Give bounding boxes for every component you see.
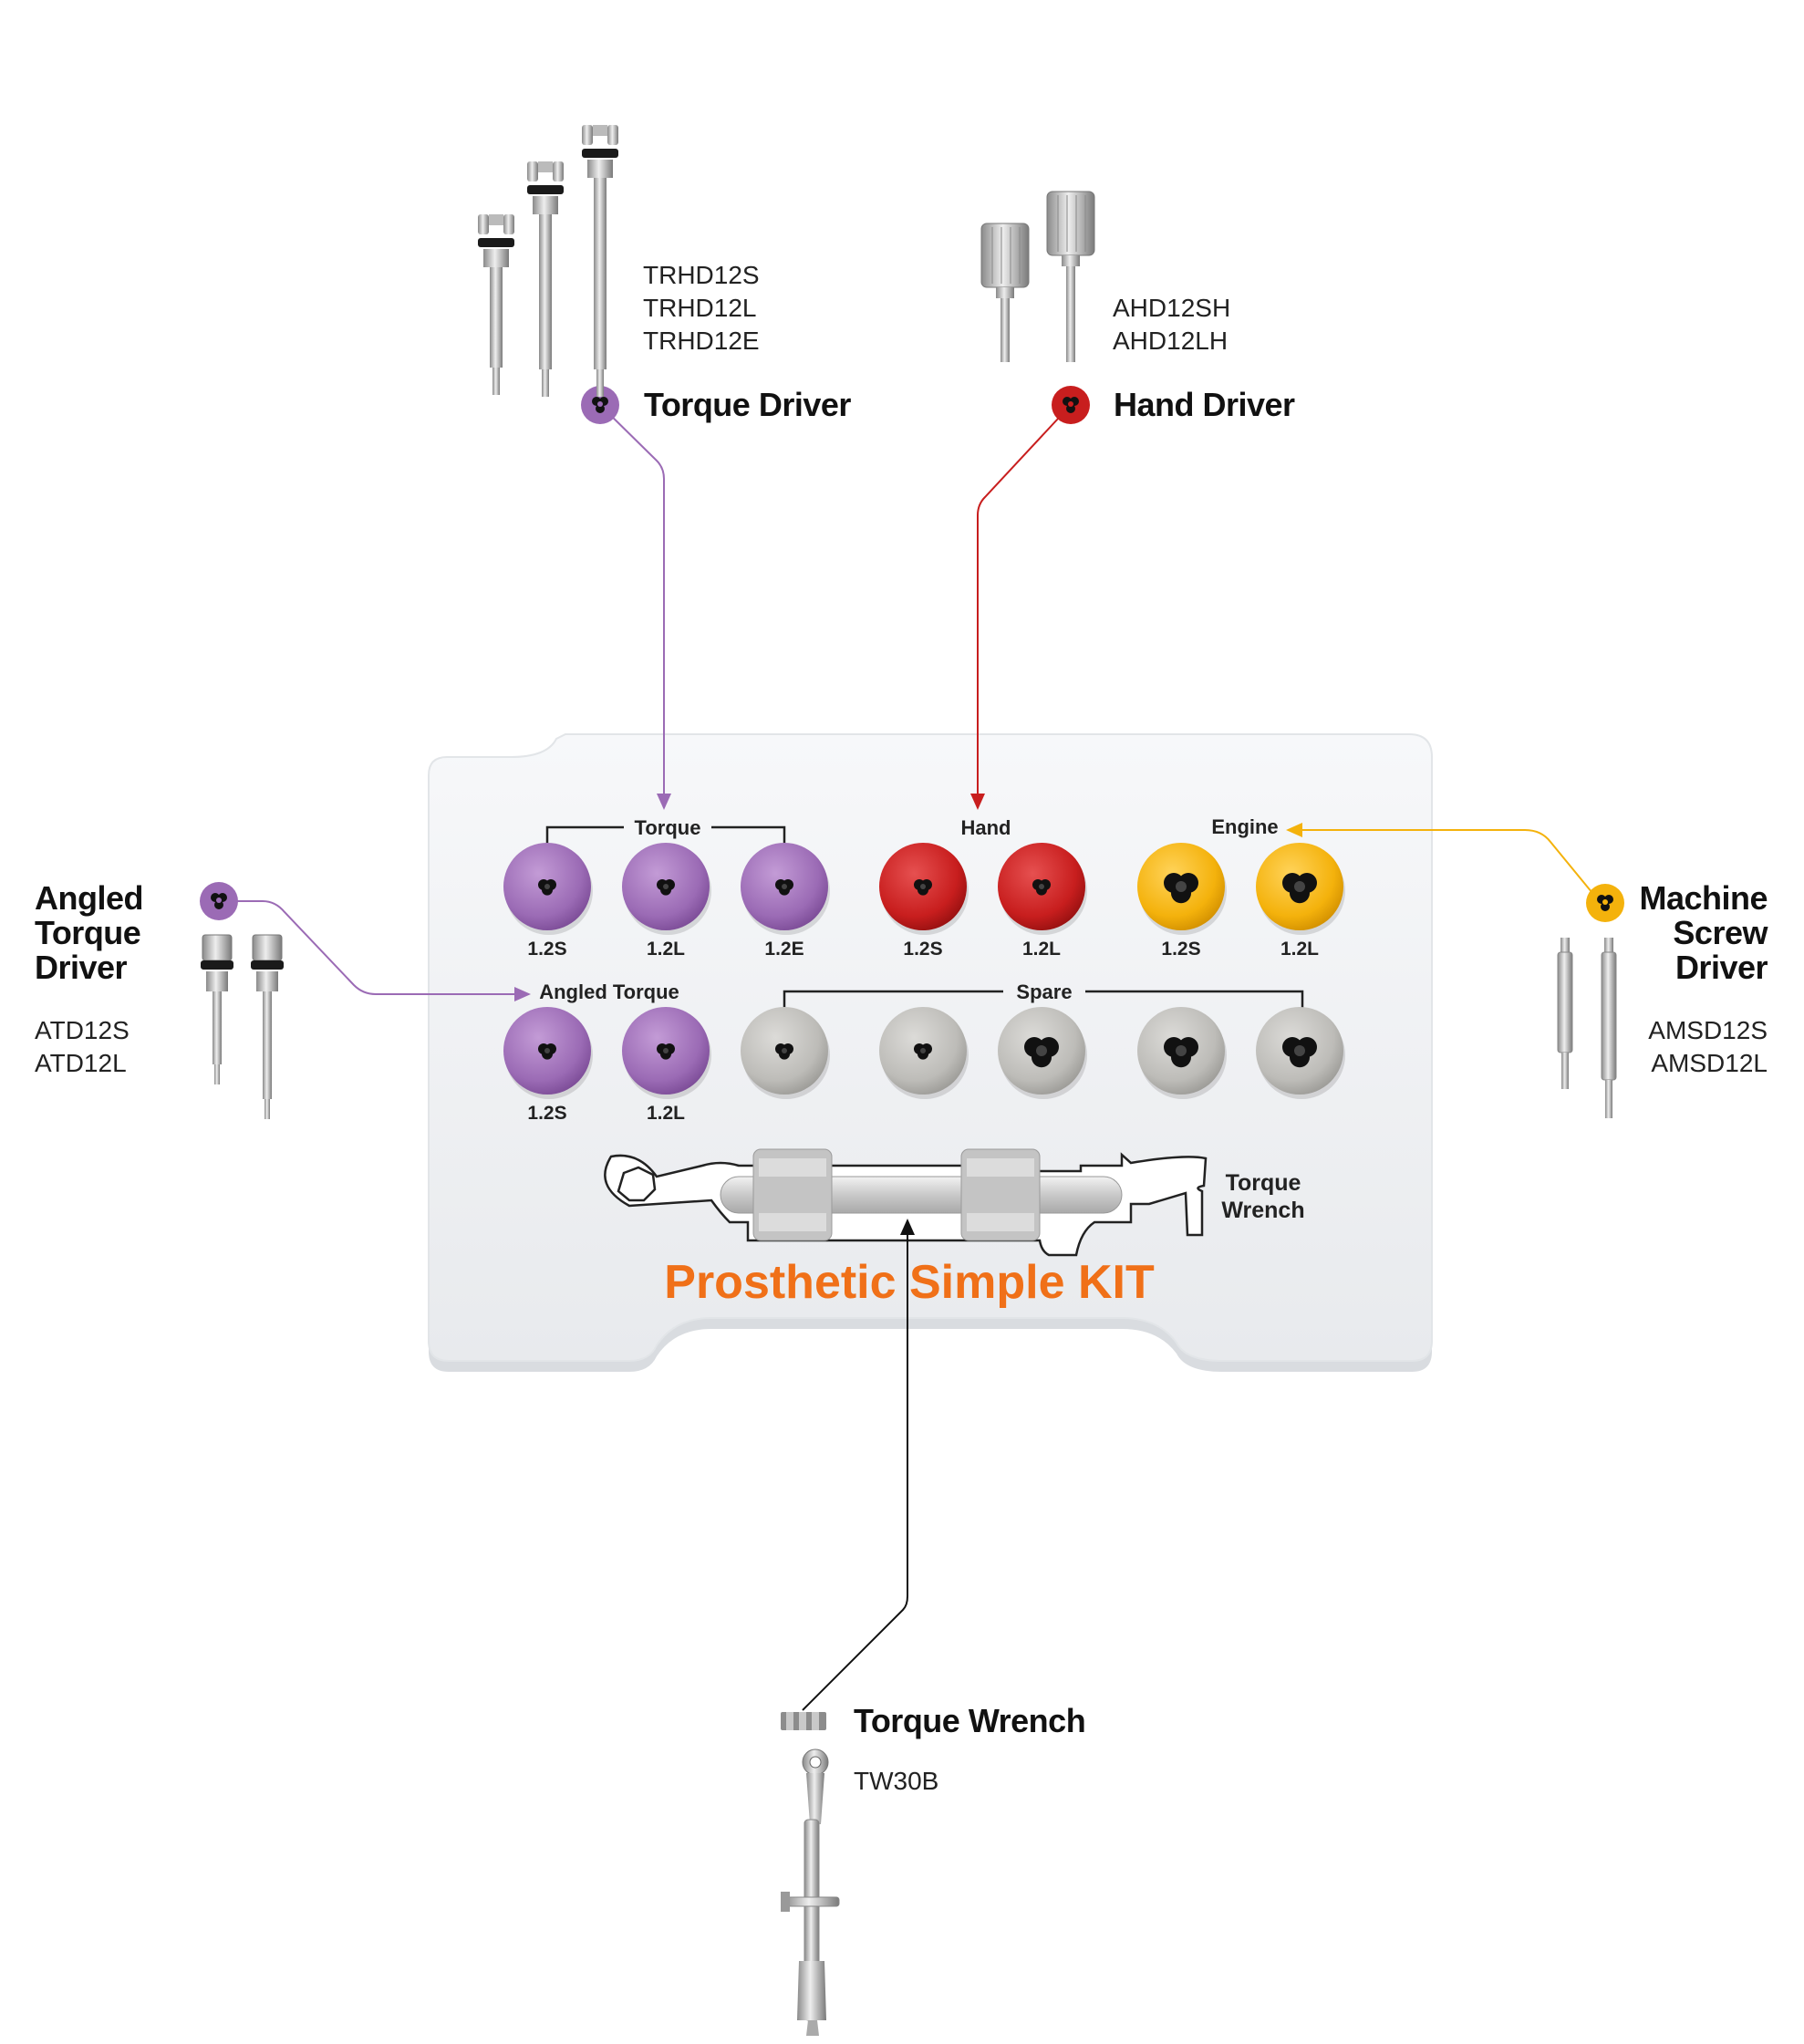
torque-driver-illustration [478, 125, 618, 397]
socket-spare-6 [1137, 1007, 1227, 1099]
socket-label: 1.2S [527, 939, 566, 960]
socket-label: 1.2L [1280, 939, 1319, 960]
socket-row-1: 1.2S 1.2L 1.2E 1.2S 1.2L 1.2S 1.2L [503, 843, 1345, 960]
machine-screw-driver-title-line1: Machine [1639, 879, 1768, 917]
socket-label: 1.2L [1022, 939, 1061, 960]
torque-wrench-icon [781, 1712, 826, 1730]
socket-label: 1.2E [764, 939, 804, 960]
socket-torque-1 [503, 843, 593, 935]
socket-angled-torque-1 [503, 1007, 593, 1099]
machine-screw-driver-connector [1286, 823, 1602, 904]
torque-wrench-connector [802, 1219, 915, 1711]
machine-screw-driver-illustration [1557, 938, 1617, 1118]
socket-hand-5 [998, 843, 1087, 935]
torque-wrench-codes: TW30B [854, 1765, 938, 1798]
socket-label: 1.2S [903, 939, 942, 960]
hand-driver-illustration [980, 191, 1095, 362]
spare-bracket [783, 990, 1304, 1011]
torque-driver-code-3: TRHD12E [643, 327, 760, 355]
socket-spare-7 [1256, 1007, 1345, 1099]
machine-screw-driver-title-line3: Driver [1674, 949, 1768, 986]
torque-driver-connector [599, 404, 671, 810]
torque-wrench-illustration [781, 1748, 840, 2036]
socket-spare-4 [879, 1007, 969, 1099]
torque-bracket [545, 825, 786, 844]
socket-label: 1.2L [647, 939, 685, 960]
socket-engine-6 [1137, 843, 1227, 935]
torque-wrench-title: Torque Wrench [854, 1702, 1086, 1739]
socket-torque-2 [622, 843, 711, 935]
socket-label: 1.2L [647, 1103, 685, 1124]
socket-label: 1.2S [527, 1103, 566, 1124]
hand-driver-title: Hand Driver [1114, 386, 1295, 423]
socket-spare-3 [741, 1007, 830, 1099]
tray-wrench-label-line2: Wrench [1221, 1198, 1304, 1223]
torque-driver-code-2: TRHD12L [643, 294, 757, 322]
torque-driver-code-1: TRHD12S [643, 261, 760, 289]
angled-torque-driver-illustration [201, 934, 284, 1119]
hand-driver-connector [970, 404, 1072, 810]
socket-hand-4 [879, 843, 969, 935]
angled-torque-driver-title-line2: Torque [35, 914, 141, 951]
angled-torque-driver-title-line3: Driver [35, 949, 128, 986]
socket-angled-torque-2 [622, 1007, 711, 1099]
group-label-hand: Hand [961, 816, 1011, 839]
hand-driver-code-2: AHD12LH [1113, 327, 1229, 355]
socket-row-2: 1.2S 1.2L [503, 1007, 1345, 1124]
machine-screw-driver-icon [1586, 884, 1624, 922]
socket-torque-3 [741, 843, 830, 935]
socket-spare-5 [998, 1007, 1087, 1099]
group-label-torque: Torque [635, 816, 701, 839]
machine-screw-driver-code-1: AMSD12S [1648, 1016, 1768, 1044]
tray-wrench-outline [604, 1148, 1208, 1257]
machine-screw-driver-title-line2: Screw [1673, 914, 1768, 951]
group-label-angled-torque: Angled Torque [539, 980, 679, 1003]
hand-driver-code-1: AHD12SH [1113, 294, 1231, 322]
angled-torque-driver-icon [200, 882, 238, 920]
machine-screw-driver-title: Machine Screw Driver [1639, 881, 1768, 985]
angled-torque-driver-title-line1: Angled [35, 879, 144, 917]
torque-driver-icon [581, 386, 619, 424]
angled-torque-driver-code-1: ATD12S [35, 1016, 130, 1044]
tray-wrench-label-line1: Torque [1226, 1170, 1301, 1196]
hand-driver-icon [1052, 386, 1090, 424]
socket-label: 1.2S [1161, 939, 1200, 960]
group-label-spare: Spare [1016, 980, 1072, 1003]
socket-engine-7 [1256, 843, 1345, 935]
machine-screw-driver-code-2: AMSD12L [1651, 1049, 1768, 1077]
kit-title: Prosthetic Simple KIT [664, 1256, 1155, 1309]
angled-torque-driver-connector [219, 900, 531, 1001]
group-label-engine: Engine [1211, 815, 1278, 838]
machine-screw-driver-codes: AMSD12S AMSD12L [1648, 1014, 1768, 1080]
torque-driver-codes: TRHD12S TRHD12L TRHD12E [643, 259, 760, 358]
hand-driver-codes: AHD12SH AHD12LH [1113, 292, 1230, 358]
angled-torque-driver-codes: ATD12S ATD12L [35, 1014, 130, 1080]
torque-driver-title: Torque Driver [644, 386, 851, 423]
angled-torque-driver-code-2: ATD12L [35, 1049, 127, 1077]
torque-wrench-code-1: TW30B [854, 1767, 939, 1795]
angled-torque-driver-title: Angled Torque Driver [35, 879, 144, 986]
